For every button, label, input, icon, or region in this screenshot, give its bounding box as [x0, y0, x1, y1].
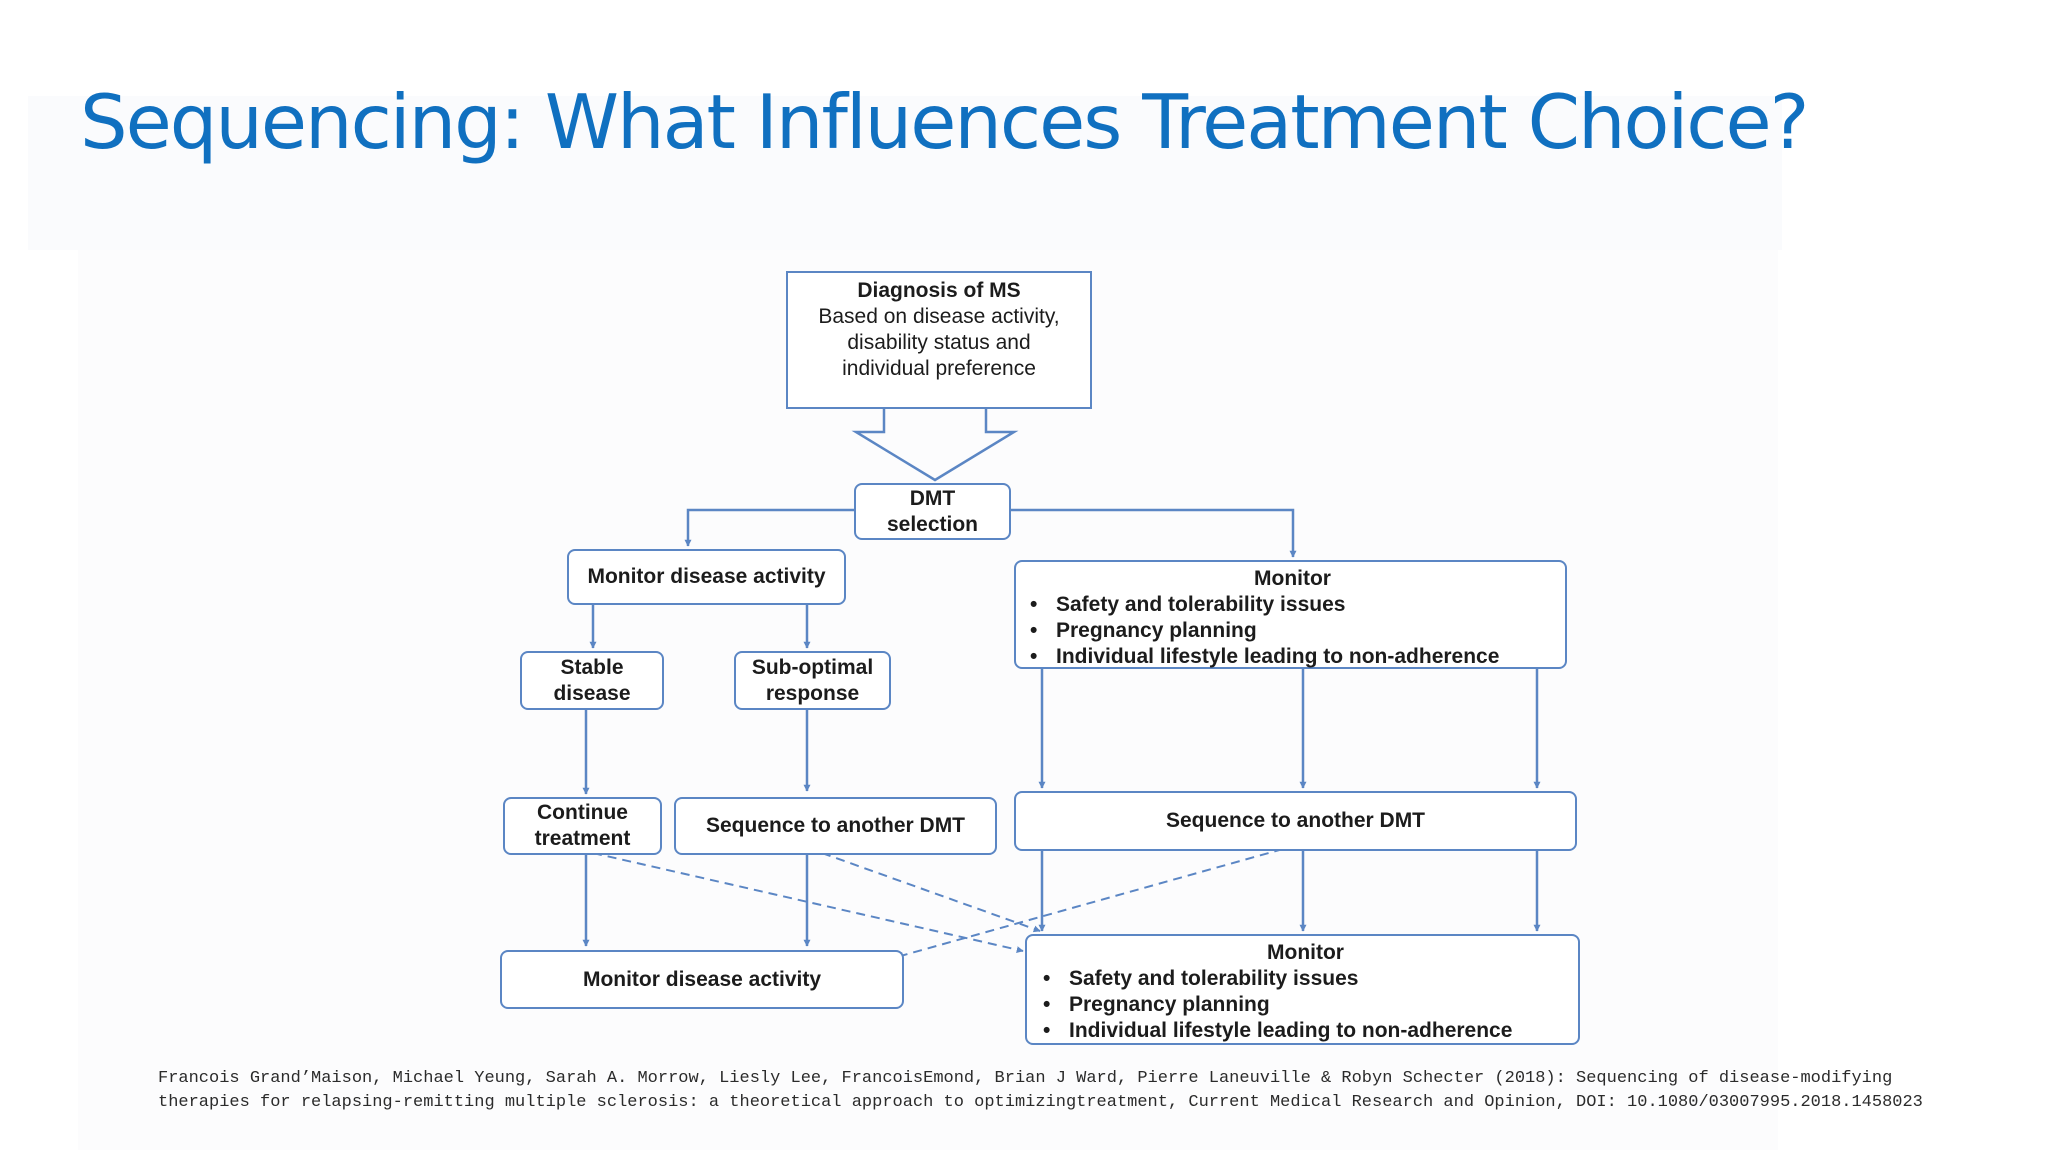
monitor-top-item: Pregnancy planning: [1020, 618, 1499, 644]
dmt-selection-line-2: selection: [886, 512, 979, 536]
suboptimal-response-box: Sub-optimal response: [734, 651, 891, 710]
dmt-selection-box: DMT selection: [854, 483, 1011, 540]
diagnosis-block-arrow: [851, 406, 1019, 482]
monitor-activity-box-top: Monitor disease activity: [567, 549, 846, 605]
suboptimal-line-1: Sub-optimal: [751, 655, 874, 679]
monitor-activity-top-label: Monitor disease activity: [587, 565, 826, 588]
monitor-activity-box-bottom: Monitor disease activity: [500, 950, 904, 1009]
continue-line-1: Continue: [537, 801, 628, 824]
continue-treatment-box: Continue treatment: [503, 797, 662, 855]
monitor-top-title: Monitor: [1254, 567, 1331, 590]
monitor-top-item: Individual lifestyle leading to non-adhe…: [1020, 644, 1499, 670]
monitor-bottom-title: Monitor: [1267, 941, 1344, 964]
monitor-box-top: Monitor Safety and tolerability issues P…: [1014, 560, 1567, 670]
dashed-sequence-left-to-monitor: [821, 852, 1041, 933]
diagnosis-title: Diagnosis of MS: [857, 279, 1021, 302]
monitor-top-list: Safety and tolerability issues Pregnancy…: [1020, 592, 1499, 670]
dashed-continue-to-monitor: [592, 852, 1024, 954]
diagnosis-box: Diagnosis of MS Based on disease activit…: [786, 271, 1092, 409]
monitor-box-bottom: Monitor Safety and tolerability issues P…: [1025, 934, 1580, 1045]
diagnosis-line-3: individual preference: [842, 357, 1036, 380]
sequence-box-right: Sequence to another DMT: [1014, 791, 1577, 851]
stable-line-2: disease: [553, 681, 631, 705]
stable-line-1: Stable: [560, 655, 624, 679]
connector-dmt-to-monitor: [1010, 508, 1297, 558]
diagnosis-line-1: Based on disease activity,: [818, 305, 1060, 328]
monitor-top-item: Safety and tolerability issues: [1020, 592, 1499, 618]
suboptimal-line-2: response: [765, 681, 860, 705]
slide-title: Sequencing: What Influences Treatment Ch…: [80, 78, 1809, 166]
monitor-bottom-item: Pregnancy planning: [1033, 992, 1512, 1018]
title-band: [28, 96, 1782, 250]
sequence-box-left: Sequence to another DMT: [674, 797, 997, 855]
sequence-right-label: Sequence to another DMT: [1165, 809, 1426, 832]
monitor-bottom-list: Safety and tolerability issues Pregnancy…: [1033, 966, 1512, 1044]
monitor-bottom-item: Individual lifestyle leading to non-adhe…: [1033, 1018, 1512, 1044]
connector-dmt-to-monitor-activity: [684, 508, 854, 547]
sequence-left-label: Sequence to another DMT: [705, 814, 966, 837]
stable-disease-box: Stable disease: [520, 651, 664, 710]
monitor-activity-bottom-label: Monitor disease activity: [582, 967, 822, 991]
continue-line-2: treatment: [534, 827, 631, 850]
citation-text: Francois Grand’Maison, Michael Yeung, Sa…: [158, 1069, 1923, 1112]
monitor-bottom-item: Safety and tolerability issues: [1033, 966, 1512, 992]
dmt-selection-line-1: DMT: [909, 486, 956, 510]
diagnosis-line-2: disability status and: [847, 331, 1031, 354]
dashed-sequence-right-to-activity: [896, 848, 1284, 959]
